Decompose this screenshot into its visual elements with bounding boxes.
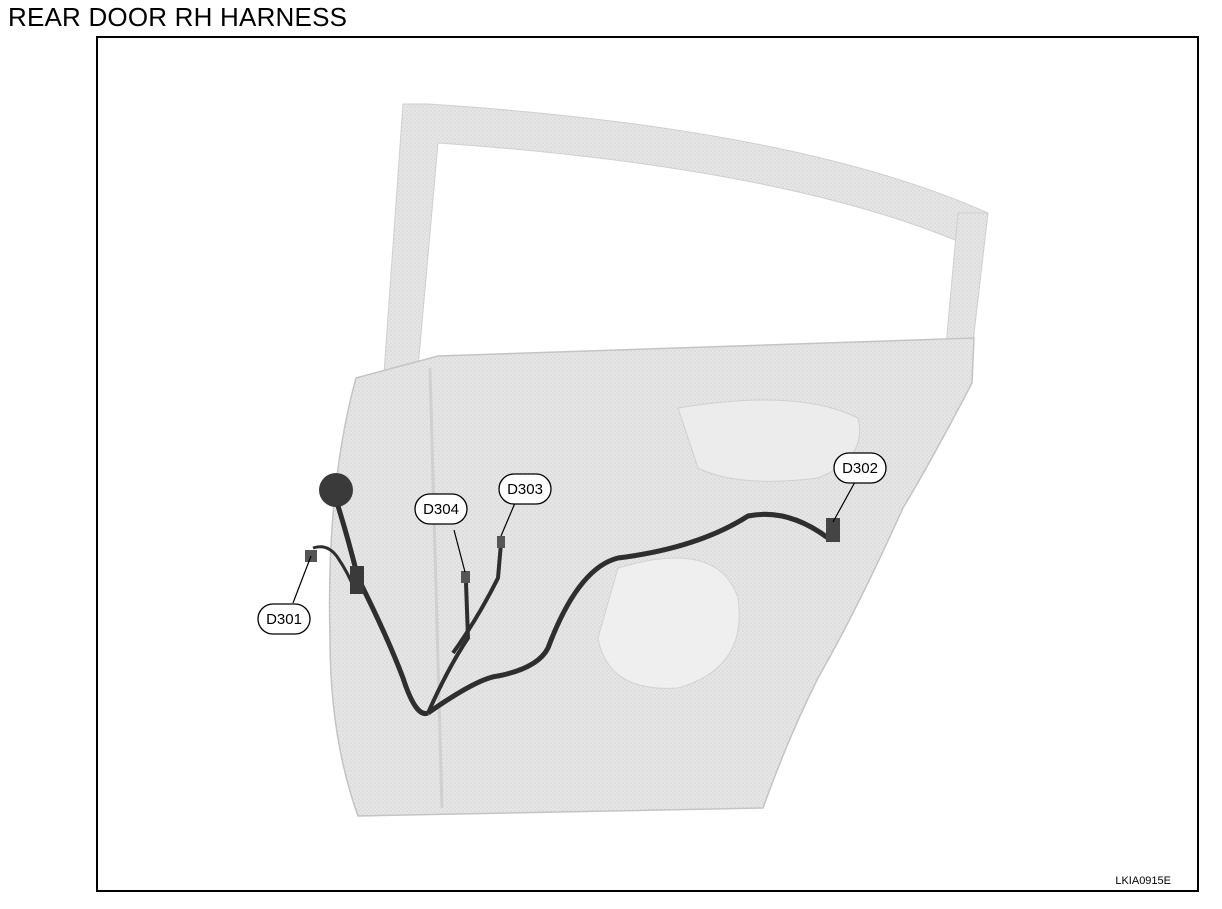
connector-d302-plug bbox=[826, 518, 840, 542]
callout-d303-label: D303 bbox=[507, 481, 543, 498]
figure-frame: D301 D302 D303 D304 LKIA0915E bbox=[96, 36, 1199, 892]
leader-lines bbox=[292, 481, 856, 604]
page-title: REAR DOOR RH HARNESS bbox=[8, 2, 348, 32]
connector-d304-plug bbox=[461, 571, 470, 583]
wiring-harness bbox=[305, 473, 840, 717]
callout-d304-label: D304 bbox=[423, 501, 459, 518]
figure-code: LKIA0915E bbox=[1115, 875, 1171, 887]
callout-d301-label: D301 bbox=[266, 611, 302, 628]
callout-d304: D304 bbox=[414, 493, 468, 525]
door-panel bbox=[328, 337, 975, 817]
grommet-icon bbox=[319, 473, 353, 507]
door-harness-diagram: D301 D302 D303 D304 bbox=[257, 103, 989, 817]
callout-d302: D302 bbox=[833, 452, 887, 484]
connector-d303-plug bbox=[497, 536, 505, 548]
callout-d301: D301 bbox=[257, 603, 311, 635]
callout-d302-label: D302 bbox=[842, 460, 878, 477]
callout-d303: D303 bbox=[498, 473, 552, 505]
